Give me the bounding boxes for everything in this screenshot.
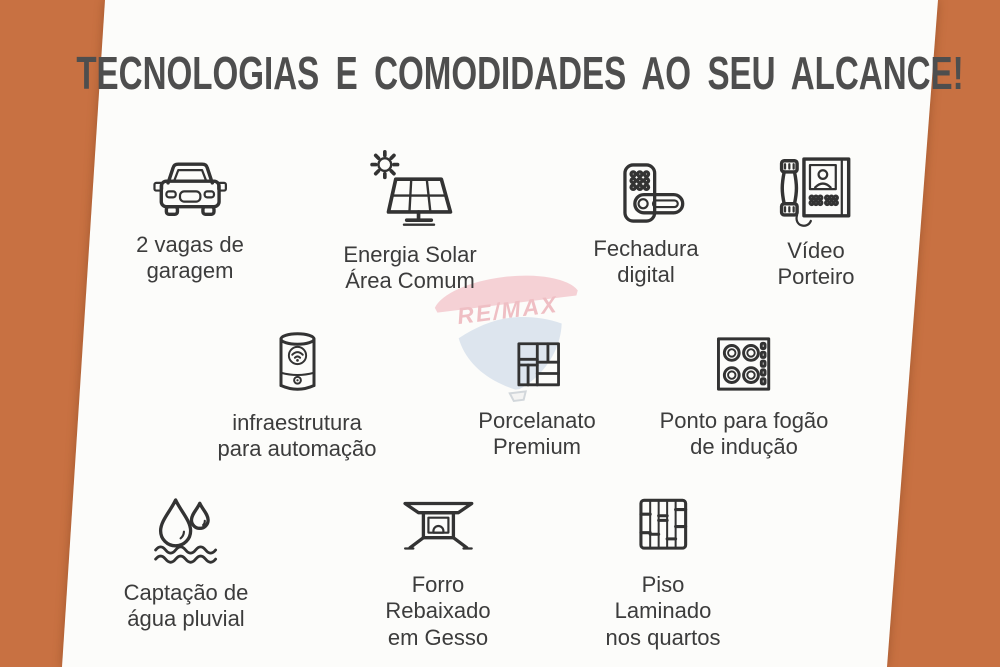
smart-speaker-icon [279, 332, 315, 391]
feature-label: Porcelanato Premium [478, 408, 596, 460]
digital-lock-icon [622, 163, 684, 223]
feature-label: Forro Rebaixado em Gesso [385, 572, 491, 650]
feature-label: Ponto para fogão de indução [659, 408, 829, 460]
feature-label: Piso Laminado nos quartos [605, 572, 721, 650]
feature-label: 2 vagas de garagem [136, 232, 244, 284]
solar-panel-icon [369, 150, 452, 226]
feature-automacao: infraestrutura para automação [218, 326, 377, 463]
feature-fechadura: Fechadura digital [593, 160, 699, 289]
cooktop-icon [717, 337, 771, 391]
feature-fogao-inducao: Ponto para fogão de indução [659, 330, 829, 461]
feature-porcelanato: Porcelanato Premium [478, 332, 596, 461]
feature-energia-solar: Energia Solar Área Comum [343, 150, 477, 295]
feature-label: Captação de água pluvial [123, 580, 249, 632]
feature-label: infraestrutura para automação [217, 410, 377, 462]
feature-label: Fechadura digital [593, 236, 699, 288]
ceiling-plaster-icon [403, 501, 474, 550]
feature-piso-laminado: Piso Laminado nos quartos [605, 488, 721, 651]
feature-label: Energia Solar Área Comum [343, 242, 477, 294]
page-title: TECNOLOGIAS E COMODIDADES AO SEU ALCANCE… [76, 47, 964, 99]
feature-forro-gesso: Forro Rebaixado em Gesso [385, 490, 491, 651]
feature-agua-pluvial: Captação de água pluvial [123, 490, 249, 633]
feature-label: Vídeo Porteiro [777, 238, 855, 290]
water-drops-icon [154, 498, 218, 564]
laminate-floor-icon [639, 498, 688, 550]
feature-garagem: 2 vagas de garagem [136, 154, 244, 285]
tile-icon [517, 342, 560, 387]
car-icon [153, 162, 227, 217]
feature-video-porteiro: Vídeo Porteiro [773, 152, 859, 291]
video-intercom-icon [779, 157, 851, 227]
